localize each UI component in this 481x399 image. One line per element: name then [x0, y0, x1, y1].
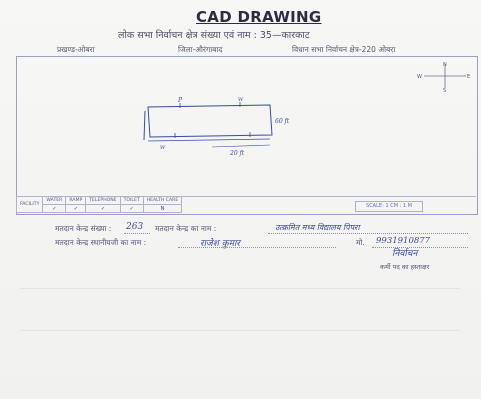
sketch-label-bottom: W — [160, 145, 166, 151]
compass-east: E — [467, 74, 470, 80]
block-label: प्रखण्ड-ओबरा — [57, 45, 95, 54]
facility-value-health-care: N — [142, 204, 183, 213]
facility-value-toilet: ✓ — [119, 204, 144, 213]
facility-table: FACILITY WATER RAMP TELEPHONE TOILET HEA… — [15, 196, 183, 213]
site-plan-sketch: P W 60 ft W 20 ft — [143, 97, 290, 157]
facility-header-telephone: TELEPHONE — [85, 196, 121, 205]
facility-header-health-care: HEALTH CARE — [142, 196, 183, 205]
sketch-label-w: W — [238, 97, 244, 103]
booth-name-label: मतदान केन्द्र का नाम : — [155, 224, 217, 233]
booth-number-label: मतदान केन्द्र संख्या : — [55, 224, 112, 233]
facility-header-water: WATER — [42, 196, 67, 205]
scan-line — [20, 288, 460, 289]
assembly-label: विधान सभा निर्वाचन क्षेत्र-220 ओबरा — [292, 45, 396, 54]
compass-north: N — [443, 62, 447, 68]
facility-value-ramp: ✓ — [65, 204, 87, 213]
drawing-frame — [16, 56, 478, 215]
compass-west: W — [417, 74, 422, 80]
booth-number-value: 263 — [126, 222, 144, 232]
signature-caption: कर्मी पद का हस्ताक्षर — [380, 263, 430, 271]
document-title: CAD DRAWING — [196, 8, 322, 26]
facility-header-toilet: TOILET — [119, 196, 144, 205]
mobile-label: मो. — [356, 238, 365, 247]
compass-rose-icon: N S E W — [417, 62, 470, 92]
mobile-value: 9931910877 — [376, 236, 431, 246]
facility-header-ramp: RAMP — [65, 196, 87, 205]
officer-label: मतदान केन्द्र स्थानीयजी का नाम : — [55, 238, 147, 247]
facility-value-water: ✓ — [42, 204, 67, 213]
facility-row-label: FACILITY — [15, 196, 44, 213]
booth-number-underline — [124, 233, 150, 234]
sketch-dimension-bottom: 20 ft — [229, 150, 245, 157]
sketch-label-p: P — [177, 97, 183, 104]
compass-south: S — [443, 88, 446, 92]
signature: निर्वाचन — [392, 249, 418, 259]
booth-name-underline — [268, 233, 468, 234]
booth-name-value: उत्क्रमित मध्य विद्यालय पिपरा — [275, 223, 360, 232]
sketch-dimension-right: 60 ft — [275, 118, 290, 125]
frame-divider — [16, 196, 476, 197]
officer-name-underline — [178, 247, 336, 248]
facility-value-telephone: ✓ — [85, 204, 121, 213]
constituency-subtitle: लोक सभा निर्वाचन क्षेत्र संख्या एवं नाम … — [118, 30, 310, 41]
mobile-underline — [372, 247, 468, 248]
scale-note: SCALE- 1 CM : 1 M — [355, 201, 423, 212]
officer-name-value: राजेश कुमार — [200, 239, 240, 249]
scan-line — [20, 330, 460, 331]
district-label: जिला-औरंगाबाद — [178, 45, 223, 54]
